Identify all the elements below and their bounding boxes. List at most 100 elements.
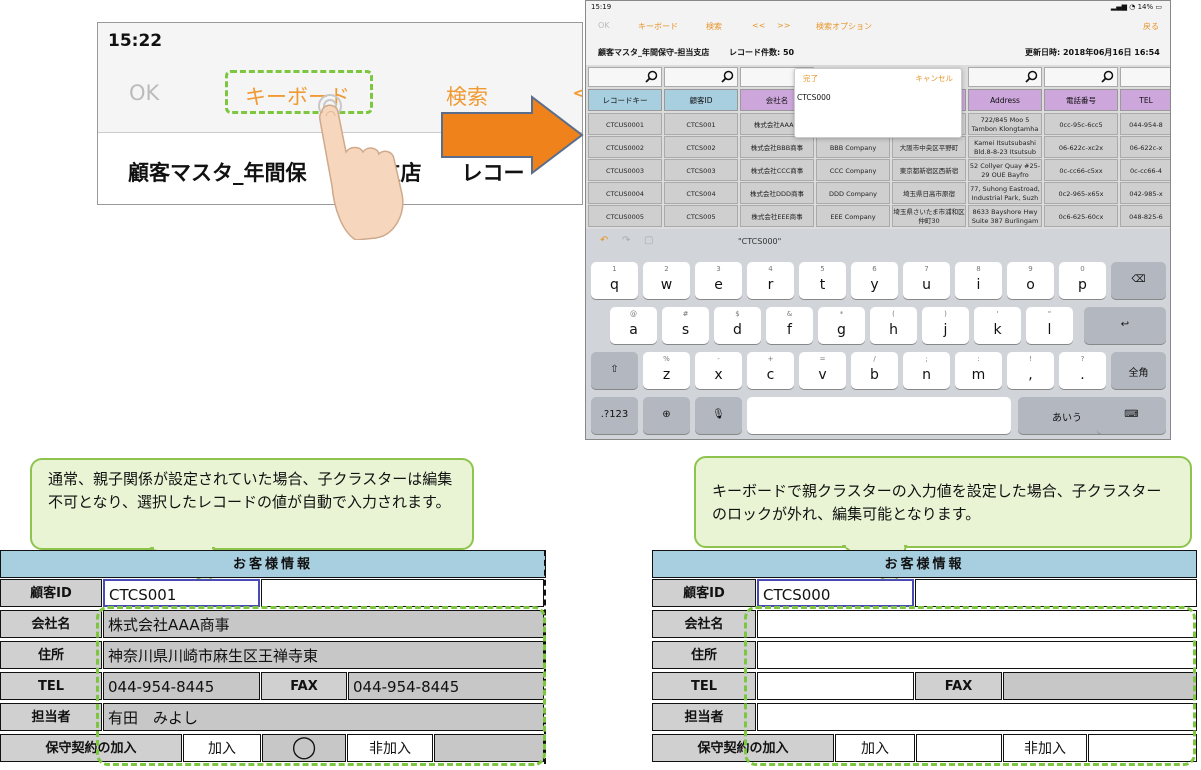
key-period[interactable]: ?. [1059,352,1106,389]
key-g[interactable]: *g [818,307,865,344]
key-x[interactable]: -x [695,352,742,389]
tel-field[interactable]: 044-954-8445 [103,672,260,700]
address-field[interactable]: 神奈川県川崎市麻生区王禅寺東 [103,641,544,669]
numbers-key[interactable]: .?123 [591,397,638,434]
table-cell[interactable]: 東京都新宿区西新宿 [892,159,966,181]
column-search-input[interactable] [1044,67,1118,87]
not-join-option[interactable]: 非加入 [347,734,433,762]
not-join-option[interactable]: 非加入 [1003,734,1087,762]
join-option[interactable]: 加入 [835,734,915,762]
fax-field[interactable] [1003,672,1197,700]
table-cell[interactable]: 52 Collyer Quay #25-29 OUE Bayfro [968,159,1042,181]
table-cell[interactable]: CTCS004 [664,182,738,204]
key-c[interactable]: +c [747,352,794,389]
column-header[interactable]: 顧客ID [664,89,738,111]
table-cell[interactable]: 埼玉県日高市原宿 [892,182,966,204]
redo-icon[interactable]: ↷ [622,235,631,246]
column-header[interactable]: TEL [1120,89,1170,111]
popup-done-button[interactable]: 完了 [803,74,818,83]
table-cell[interactable]: 0cc-95c-6cc5 [1044,113,1118,135]
customer-id-field[interactable]: CTCS000 [757,579,914,607]
table-cell[interactable]: CTCUS0002 [588,136,662,158]
nav-search-button[interactable]: 検索 [706,22,722,31]
key-f[interactable]: &f [766,307,813,344]
table-cell[interactable]: CTCUS0001 [588,113,662,135]
key-b[interactable]: /b [851,352,898,389]
column-header[interactable]: レコードキー [588,89,662,111]
shift-key[interactable]: ⇧ [591,352,638,389]
return-key[interactable]: ↩ [1084,307,1166,344]
key-z[interactable]: %z [643,352,690,389]
key-s[interactable]: #s [662,307,709,344]
key-v[interactable]: =v [799,352,846,389]
zoom-prev-button[interactable]: < [572,81,582,105]
zoom-search-button[interactable]: 検索 [446,85,488,109]
not-join-mark[interactable] [1088,734,1197,762]
zenkaku-key[interactable]: 全角 [1111,352,1166,389]
table-cell[interactable]: 0c2-965-x65x [1044,182,1118,204]
table-cell[interactable]: CTCS002 [664,136,738,158]
dictation-key[interactable]: 🎙 [695,397,742,434]
column-search-input[interactable] [1120,67,1170,87]
company-field[interactable] [757,610,1197,638]
key-n[interactable]: ;n [903,352,950,389]
popup-input[interactable]: CTCS000 [797,93,831,102]
key-l[interactable]: "l [1026,307,1073,344]
column-header[interactable]: 電話番号 [1044,89,1118,111]
key-j[interactable]: )j [922,307,969,344]
undo-icon[interactable]: ↶ [600,235,609,246]
fax-field[interactable]: 044-954-8445 [348,672,544,700]
key-a[interactable]: @a [610,307,657,344]
popup-cancel-button[interactable]: キャンセル [915,74,954,83]
table-cell[interactable]: 0c-cc66-c5xx [1044,159,1118,181]
backspace-key[interactable]: ⌫ [1111,262,1166,299]
person-field[interactable]: 有田 みよし [103,703,544,731]
person-field[interactable] [757,703,1197,731]
table-cell[interactable]: 06-622c-xc2x [1044,136,1118,158]
table-cell[interactable]: CTCUS0004 [588,182,662,204]
table-cell[interactable]: 株式会社DDD商事 [740,182,814,204]
table-cell[interactable]: 06-622c-x [1120,136,1170,158]
table-cell[interactable]: Kamei Itsutsubashi Bld.8-8-23 Itsutsub [968,136,1042,158]
customer-id-field[interactable]: CTCS001 [103,579,260,607]
table-cell[interactable]: 042-985-x [1120,182,1170,204]
table-cell[interactable]: CTCUS0005 [588,205,662,227]
nav-search-options-button[interactable]: 検索オプション [816,22,872,31]
table-cell[interactable]: CTCS005 [664,205,738,227]
join-mark[interactable] [916,734,1002,762]
hide-keyboard-key[interactable]: ⌨ [1097,397,1166,434]
suggestion-item[interactable]: "CTCS000" [738,237,782,246]
globe-key[interactable]: ⊕ [643,397,690,434]
key-k[interactable]: 'k [974,307,1021,344]
join-selected-mark[interactable]: ◯ [262,734,346,762]
not-join-mark[interactable] [434,734,544,762]
tel-field[interactable] [757,672,914,700]
table-cell[interactable]: 埼玉県さいたま市浦和区仲町30 [892,205,966,227]
nav-ok-button[interactable]: OK [598,21,610,30]
nav-back-button[interactable]: 戻る [1143,22,1159,31]
table-cell[interactable]: CTCUS0003 [588,159,662,181]
key-comma[interactable]: !, [1007,352,1054,389]
nav-next-button[interactable]: >> [777,21,791,30]
table-cell[interactable]: 77, Suhong Eastroad, Industrial Park, Su… [968,182,1042,204]
table-cell[interactable]: CCC Company [816,159,890,181]
table-cell[interactable]: 0c-cc66-4 [1120,159,1170,181]
key-d[interactable]: $d [714,307,761,344]
paste-icon[interactable]: ▢ [644,235,654,246]
column-search-input[interactable] [664,67,738,87]
nav-prev-button[interactable]: << [752,21,766,30]
table-cell[interactable]: 株式会社BBB商事 [740,136,814,158]
table-cell[interactable]: 044-954-8 [1120,113,1170,135]
column-header[interactable]: Address [968,89,1042,111]
table-cell[interactable]: 8633 Bayshore Hwy Suite 387 Burlingam [968,205,1042,227]
address-field[interactable] [757,641,1197,669]
table-cell[interactable]: 株式会社EEE商事 [740,205,814,227]
table-cell[interactable]: 048-825-6 [1120,205,1170,227]
